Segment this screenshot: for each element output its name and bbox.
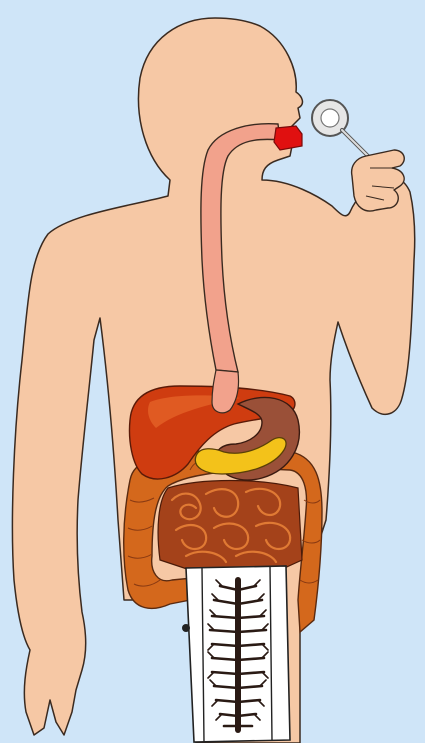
tapeworm-genital-pore <box>182 624 190 632</box>
mouth <box>274 126 302 150</box>
hand-with-spoon <box>352 150 405 211</box>
tapeworm-segment <box>182 566 290 742</box>
